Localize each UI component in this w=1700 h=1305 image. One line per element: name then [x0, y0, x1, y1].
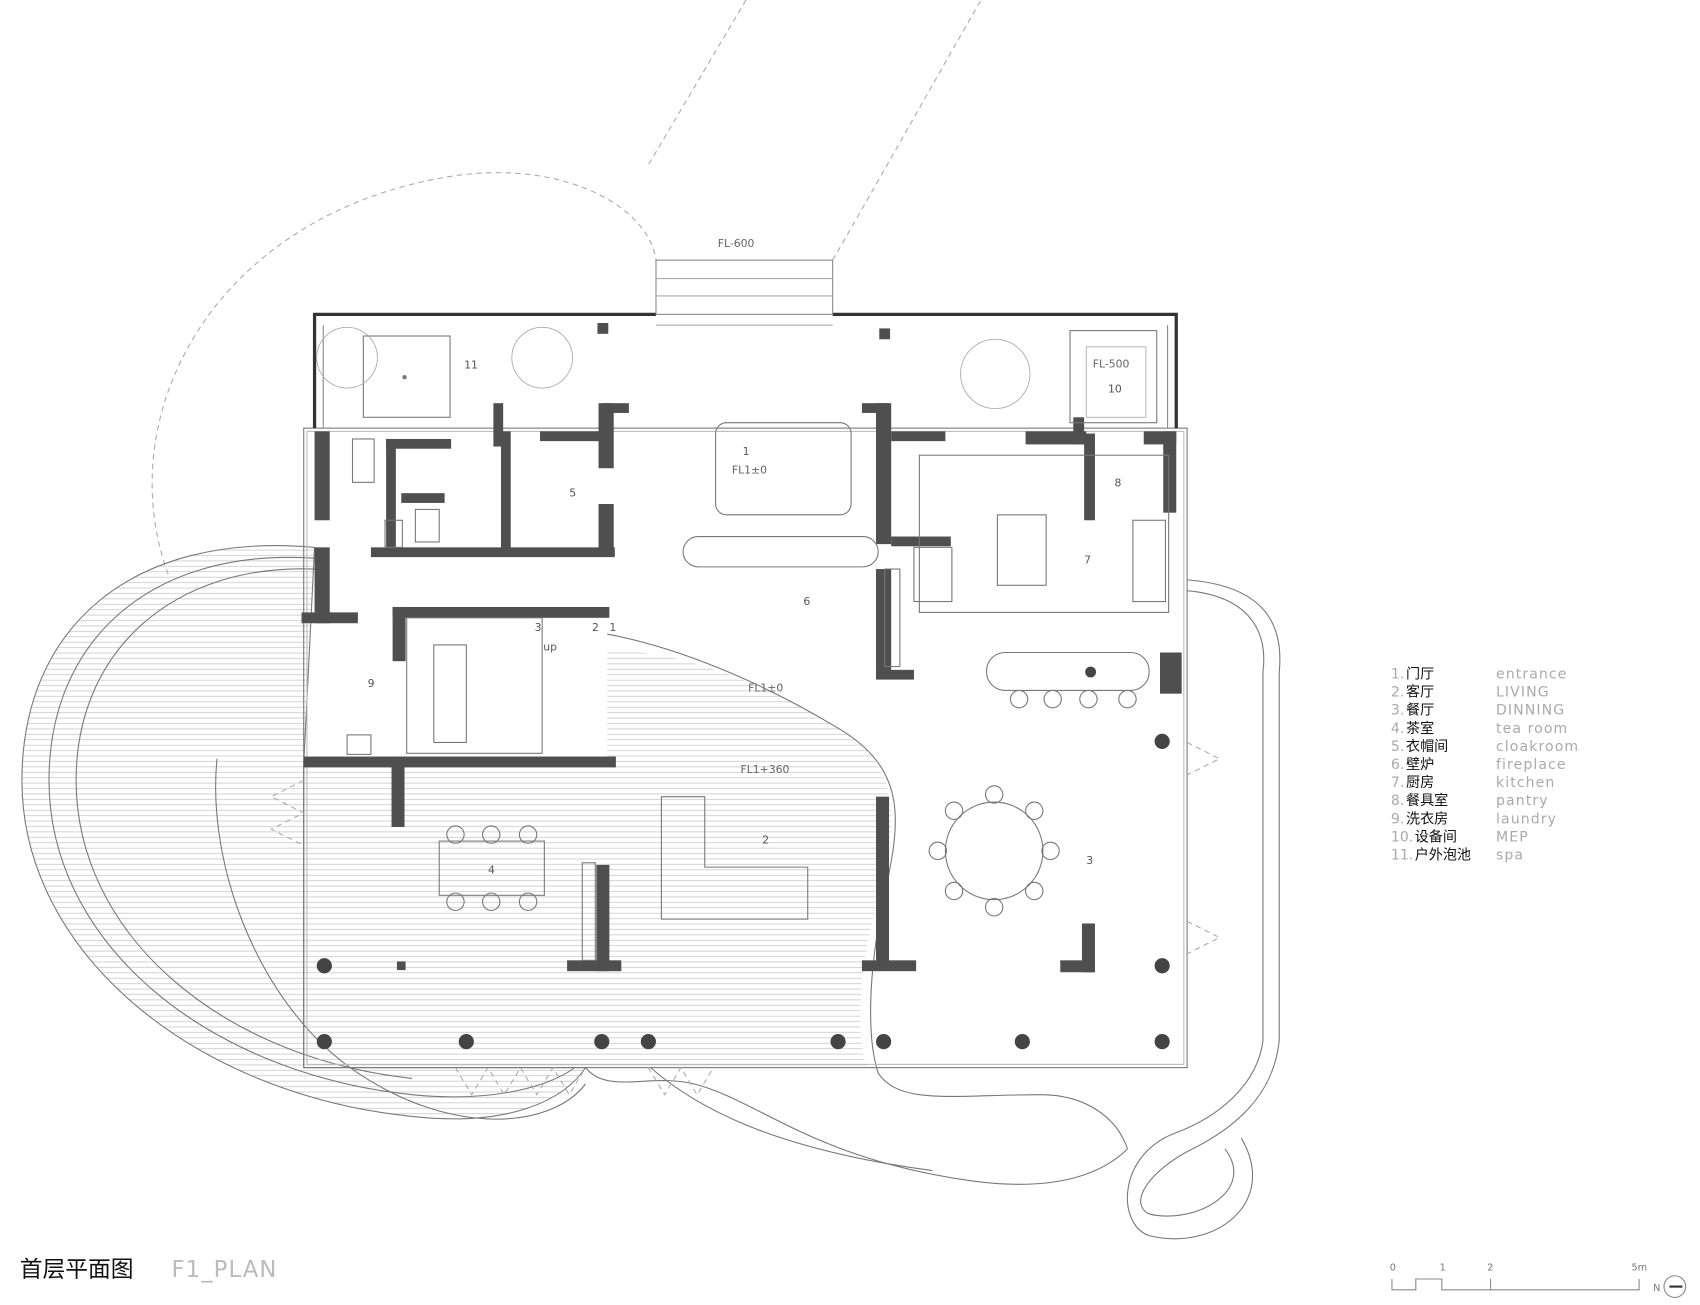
- room-8: 8: [1114, 477, 1121, 490]
- legend-cn-label: 餐厅: [1406, 703, 1434, 719]
- plan-title-cn: 首层平面图: [20, 1257, 134, 1283]
- legend-number: 7.: [1391, 775, 1404, 791]
- room-labels: FL-600 FL-500 FL1±0 FL1±0 FL1+360 1 2 3 …: [368, 237, 1130, 876]
- tea-chairs: [446, 825, 538, 912]
- legend-item: 1.门厅 entrance: [1391, 667, 1568, 683]
- legend-number: 4.: [1391, 721, 1404, 737]
- room-6: 6: [803, 595, 810, 608]
- legend-item: 11.户外泡池 spa: [1391, 847, 1524, 864]
- plan-title-en: F1_PLAN: [171, 1257, 277, 1283]
- legend-en-label: tea room: [1496, 721, 1568, 737]
- stair-1: 1: [609, 621, 616, 634]
- legend-cn-label: 厨房: [1406, 775, 1434, 791]
- room-3: 3: [1086, 854, 1093, 867]
- entry-steps: [655, 259, 834, 315]
- room-4: 4: [488, 864, 495, 877]
- level-main: FL1±0: [748, 682, 783, 695]
- legend-item: 7.厨房 kitchen: [1391, 775, 1555, 791]
- room-9: 9: [368, 677, 375, 690]
- stair-up: up: [543, 640, 557, 653]
- stair-2: 2: [592, 621, 599, 634]
- north-label: N: [1653, 1283, 1660, 1294]
- legend-item: 6.壁炉 fireplace: [1391, 757, 1567, 773]
- legend-number: 5.: [1391, 739, 1404, 755]
- legend-number: 10.: [1391, 829, 1413, 845]
- legend-en-label: cloakroom: [1496, 739, 1579, 755]
- legend-cn-label: 餐具室: [1406, 792, 1448, 809]
- legend-item: 10.设备间 MEP: [1391, 828, 1529, 845]
- legend-en-label: entrance: [1496, 667, 1568, 683]
- legend-cn-label: 茶室: [1406, 720, 1434, 737]
- columns: [316, 733, 1170, 1050]
- furniture: [316, 326, 1170, 961]
- legend-number: 1.: [1391, 667, 1404, 683]
- legend-cn-label: 户外泡池: [1415, 847, 1471, 864]
- scale-0: 0: [1390, 1262, 1396, 1273]
- legend-item: 5.衣帽间 cloakroom: [1391, 739, 1579, 755]
- legend: 1.门厅 entrance 2.客厅 LIVING 3.餐厅 DINNING 4.茶室 tea…: [1391, 667, 1579, 864]
- site-boundary: [151, 0, 982, 575]
- north-arrow-icon: [1663, 1275, 1687, 1298]
- room-5: 5: [569, 486, 576, 499]
- level-fl-600: FL-600: [718, 237, 755, 250]
- legend-number: 8.: [1391, 793, 1404, 809]
- legend-cn-label: 洗衣房: [1406, 811, 1448, 827]
- legend-en-label: spa: [1496, 848, 1524, 864]
- legend-cn-label: 门厅: [1406, 667, 1434, 683]
- legend-number: 6.: [1391, 757, 1404, 773]
- room-11: 11: [464, 359, 478, 372]
- legend-number: 3.: [1391, 703, 1404, 719]
- legend-item: 2.客厅 LIVING: [1391, 684, 1550, 701]
- scale-1: 1: [1440, 1262, 1446, 1273]
- scale-2: 2: [1487, 1262, 1493, 1273]
- deck-left: [21, 545, 892, 1120]
- legend-en-label: DINNING: [1496, 703, 1565, 719]
- room-1: 1: [743, 445, 750, 458]
- legend-item: 8.餐具室 pantry: [1391, 792, 1549, 809]
- folding-doors: [269, 741, 1221, 1096]
- room-7: 7: [1084, 554, 1091, 567]
- legend-cn-label: 设备间: [1415, 828, 1457, 845]
- level-living: FL1+360: [741, 763, 790, 776]
- stair-3: 3: [535, 621, 542, 634]
- legend-cn-label: 衣帽间: [1406, 739, 1448, 755]
- legend-en-label: fireplace: [1496, 757, 1567, 773]
- scale-bar: 0 1 2 5m N: [1390, 1262, 1687, 1298]
- scale-5m: 5m: [1631, 1262, 1647, 1273]
- legend-en-label: LIVING: [1496, 685, 1550, 701]
- legend-item: 9.洗衣房 laundry: [1391, 811, 1557, 827]
- room-2: 2: [762, 833, 769, 846]
- legend-en-label: MEP: [1496, 829, 1529, 845]
- legend-cn-label: 客厅: [1406, 684, 1434, 701]
- legend-cn-label: 壁炉: [1406, 757, 1434, 773]
- bar-stools: [1009, 689, 1137, 709]
- legend-en-label: kitchen: [1496, 775, 1555, 791]
- room-10: 10: [1108, 382, 1122, 395]
- walls: [301, 322, 1182, 973]
- legend-number: 11.: [1391, 848, 1413, 864]
- legend-number: 2.: [1391, 685, 1404, 701]
- legend-en-label: laundry: [1496, 811, 1557, 827]
- dining-chairs: [928, 785, 1060, 917]
- legend-number: 9.: [1391, 811, 1404, 827]
- level-entrance: FL1±0: [732, 464, 767, 477]
- legend-item: 3.餐厅 DINNING: [1391, 703, 1565, 719]
- legend-item: 4.茶室 tea room: [1391, 720, 1568, 737]
- level-fl-500: FL-500: [1093, 357, 1130, 370]
- legend-en-label: pantry: [1496, 793, 1549, 809]
